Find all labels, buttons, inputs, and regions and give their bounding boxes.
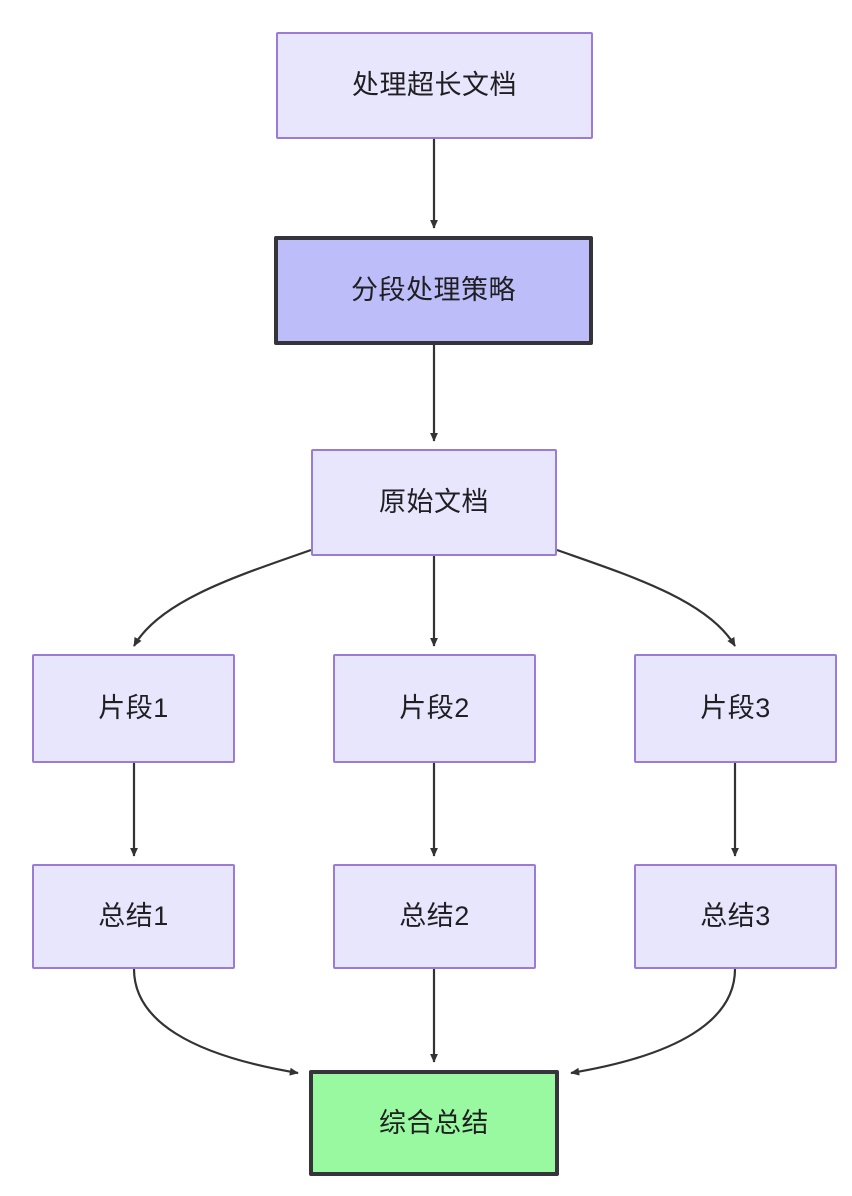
node-summary-1[interactable]: 总结1 — [32, 864, 235, 969]
edge-summary3-to-final — [570, 968, 737, 1076]
edge-summary1-to-final — [132, 968, 299, 1076]
node-strategy[interactable]: 分段处理策略 — [274, 236, 593, 345]
node-summary-3-label: 总结3 — [700, 901, 771, 932]
node-root[interactable]: 处理超长文档 — [276, 32, 593, 139]
edge-source-to-chunk3 — [556, 548, 736, 647]
node-summary-2-label: 总结2 — [399, 901, 470, 932]
node-chunk-3-label: 片段3 — [700, 693, 771, 724]
node-source-document[interactable]: 原始文档 — [311, 449, 557, 556]
node-summary-1-label: 总结1 — [98, 901, 169, 932]
node-final-summary[interactable]: 综合总结 — [309, 1070, 559, 1176]
node-summary-2[interactable]: 总结2 — [333, 864, 536, 969]
node-chunk-2-label: 片段2 — [399, 693, 470, 724]
node-summary-3[interactable]: 总结3 — [634, 864, 837, 969]
node-source-document-label: 原始文档 — [379, 487, 489, 518]
node-chunk-1-label: 片段1 — [98, 693, 169, 724]
node-chunk-3[interactable]: 片段3 — [634, 654, 837, 763]
node-strategy-label: 分段处理策略 — [351, 275, 516, 306]
node-root-label: 处理超长文档 — [352, 70, 517, 101]
edge-source-to-chunk1 — [133, 548, 312, 647]
node-chunk-2[interactable]: 片段2 — [333, 654, 536, 763]
node-chunk-1[interactable]: 片段1 — [32, 654, 235, 763]
node-final-summary-label: 综合总结 — [379, 1107, 489, 1138]
